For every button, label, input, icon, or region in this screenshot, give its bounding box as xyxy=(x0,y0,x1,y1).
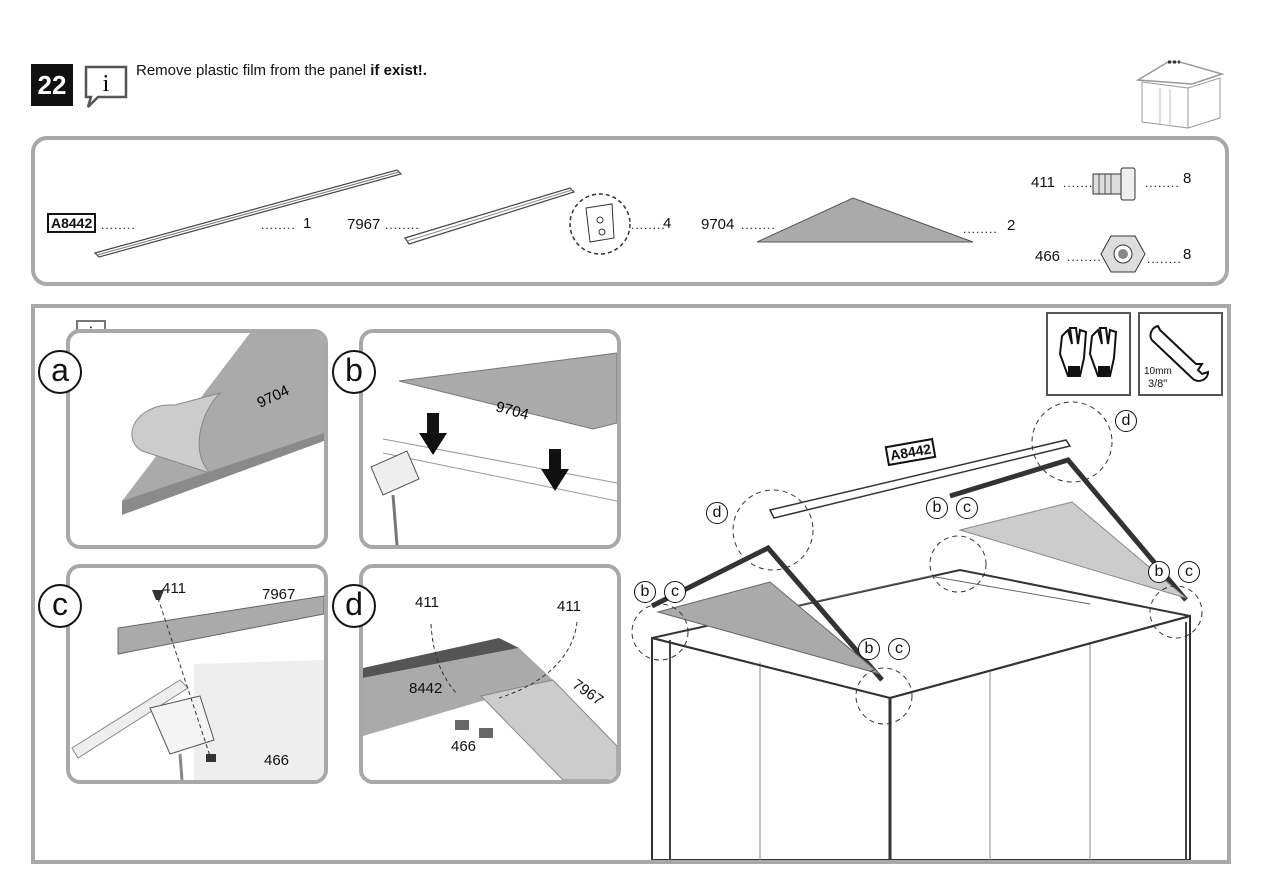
info-icon: i xyxy=(82,63,130,116)
bolt-label: 411 xyxy=(415,594,439,611)
leader-dots: ........ xyxy=(741,218,776,232)
ridge-label: 8442 xyxy=(409,680,443,697)
instruction-bold: if exist!. xyxy=(370,62,427,79)
instruction-text: Remove plastic film from the panel if ex… xyxy=(136,62,427,79)
bolt-icon xyxy=(1092,167,1136,201)
callout-c: c xyxy=(1178,561,1200,583)
part-id-7967: 7967 xyxy=(347,216,381,233)
callout-b: b xyxy=(858,638,880,660)
wrench-size-in: 3/8" xyxy=(1148,378,1168,390)
callout-c: c xyxy=(888,638,910,660)
ridge-cap-part xyxy=(93,169,403,258)
leader-dots: ........ xyxy=(963,222,998,236)
gloves-icon xyxy=(1046,312,1131,396)
parts-list-panel: A8442 ........ ........ 1 7967 ........ … xyxy=(31,136,1229,286)
rail-label: 7967 xyxy=(262,586,296,603)
step-letter-a: a xyxy=(38,350,82,394)
part-qty: 8 xyxy=(1183,246,1192,263)
part-qty: 1 xyxy=(303,215,312,232)
part-qty: 2 xyxy=(1007,217,1016,234)
shed-assembly-diagram xyxy=(631,401,1203,860)
nut-icon xyxy=(1100,235,1146,273)
wrench-size-mm: 10mm xyxy=(1144,366,1172,377)
leader-dots: ........ xyxy=(1145,176,1180,190)
bolt-label: 411 xyxy=(557,598,581,615)
part-id-9704: 9704 xyxy=(701,216,735,233)
rail-part xyxy=(404,187,576,245)
leader-dots: ........ xyxy=(1147,252,1182,266)
callout-c: c xyxy=(956,497,978,519)
detail-panel-a: 9704 xyxy=(66,329,328,549)
nut-label: 466 xyxy=(264,752,290,769)
roof-panel-part xyxy=(756,197,974,243)
callout-b: b xyxy=(1148,561,1170,583)
instruction-plain: Remove plastic film from the panel xyxy=(136,62,371,79)
leader-dots: ........ xyxy=(101,218,136,232)
leader-dots: ........ xyxy=(385,218,420,232)
detail-panel-b: 9704 xyxy=(359,329,621,549)
callout-b: b xyxy=(926,497,948,519)
part-id-411: 411 xyxy=(1031,174,1055,191)
callout-c: c xyxy=(664,581,686,603)
leader-dots: ........ xyxy=(1067,250,1102,264)
leader-dots: ........ xyxy=(261,218,296,232)
step-letter-b: b xyxy=(332,350,376,394)
shed-thumbnail-icon xyxy=(1130,52,1230,137)
svg-text:i: i xyxy=(103,71,110,97)
detail-panel-c: 411 7967 466 xyxy=(66,564,328,784)
detail-panel-d: 411 411 8442 7967 466 xyxy=(359,564,621,784)
bracket-part xyxy=(569,193,631,255)
wrench-icon: 10mm 3/8" xyxy=(1138,312,1223,396)
assembly-panel xyxy=(31,304,1231,864)
leader-dots: ........ xyxy=(1063,176,1098,190)
step-letter-c: c xyxy=(38,584,82,628)
bolt-label: 411 xyxy=(162,580,186,597)
part-id-a8442: A8442 xyxy=(47,213,97,233)
step-number: 22 xyxy=(31,64,73,106)
callout-d: d xyxy=(706,502,728,524)
callout-b: b xyxy=(634,581,656,603)
callout-d: d xyxy=(1115,410,1137,432)
part-id-466: 466 xyxy=(1035,248,1061,265)
leader-dots: ........ xyxy=(631,218,666,232)
part-qty: 8 xyxy=(1183,170,1192,187)
part-qty: 4 xyxy=(663,215,672,232)
step-letter-d: d xyxy=(332,584,376,628)
nut-label: 466 xyxy=(451,738,477,755)
